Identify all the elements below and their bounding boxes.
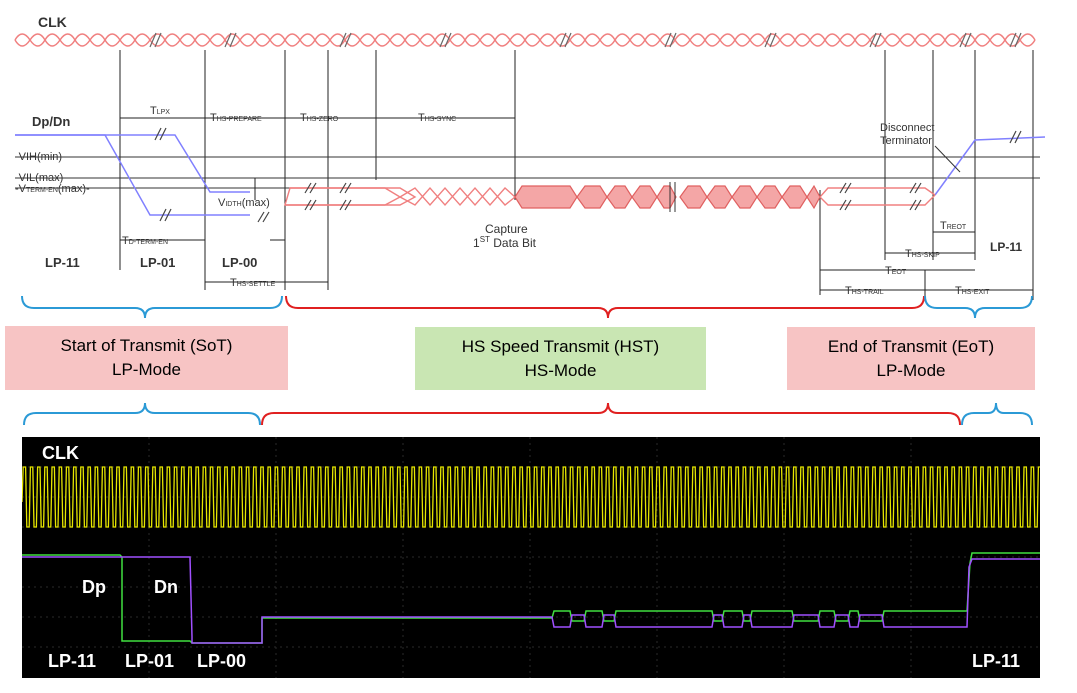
td-term-en-label: TD-TERM-EN xyxy=(122,235,168,247)
capture-line1: Capture xyxy=(485,222,528,236)
disconnect-line2: Terminator xyxy=(880,135,932,147)
clk-label: CLK xyxy=(38,14,67,30)
timing-arrows xyxy=(120,117,1033,291)
vih-label: -VIH(min)- xyxy=(15,151,66,163)
scope-state-lp00: LP-00 xyxy=(197,651,247,671)
treot-label: TREOT xyxy=(940,220,967,232)
scope-dn-trace xyxy=(22,552,1040,644)
scope-clk-label: CLK xyxy=(42,443,79,463)
phase-hst-box: HS Speed Transmit (HST) HS-Mode xyxy=(415,327,706,390)
state-lp11-left: LP-11 xyxy=(45,255,80,270)
capture-line2: 1ST Data Bit xyxy=(473,235,537,250)
ths-exit-label: THS-EXIT xyxy=(955,285,990,297)
phase-eot-box: End of Transmit (EoT) LP-Mode xyxy=(787,327,1035,390)
ths-skip-label: THS-SKIP xyxy=(905,248,940,260)
scope-dn-label: Dn xyxy=(154,577,178,597)
ths-settle-label: THS-SETTLE xyxy=(230,277,276,289)
ths-sync-label: THS-SYNC xyxy=(418,112,456,124)
brace-sot-upper xyxy=(21,295,283,319)
state-lp01: LP-01 xyxy=(140,255,175,270)
scope-clk-trace xyxy=(22,466,1040,528)
voltage-levels xyxy=(15,156,1040,189)
tlpx-label: TLPX xyxy=(150,105,170,117)
scope-state-lp11-right: LP-11 xyxy=(972,651,1021,671)
brace-hst-lower xyxy=(261,402,961,426)
brace-eot-upper xyxy=(924,295,1033,319)
phase-sot-mode: LP-Mode xyxy=(112,360,181,379)
oscilloscope-capture: CLK Dp Dn LP-11 LP-01 LP-00 LP-11 xyxy=(22,437,1040,678)
scope-dp-trace xyxy=(22,556,1040,644)
dpdn-lp-signal xyxy=(15,134,1046,216)
scope-state-lp11-left: LP-11 xyxy=(48,651,97,671)
dpdn-label: Dp/Dn xyxy=(32,114,70,129)
phase-hst-mode: HS-Mode xyxy=(524,360,597,380)
phase-hst-title: HS Speed Transmit (HST) xyxy=(461,336,660,356)
timing-guides xyxy=(119,50,1034,300)
state-lp00: LP-00 xyxy=(222,255,257,270)
ths-prepare-label: THS-PREPARE xyxy=(210,112,262,124)
state-lp11-right: LP-11 xyxy=(990,240,1022,254)
brace-eot-lower xyxy=(961,402,1033,426)
teot-label: TEOT xyxy=(885,265,907,277)
brace-sot-lower xyxy=(23,402,261,426)
phase-eot-title: End of Transmit (EoT) xyxy=(827,336,995,356)
phase-eot-mode: LP-Mode xyxy=(876,360,946,380)
brace-hst-upper xyxy=(285,295,925,319)
ths-zero-label: THS-ZERO xyxy=(300,112,339,124)
hs-differential xyxy=(284,182,936,212)
phase-sot-box: Start of Transmit (SoT) LP-Mode xyxy=(5,326,288,390)
ths-trail-label: THS-TRAIL xyxy=(845,285,884,297)
clk-waveform xyxy=(14,32,1036,48)
scope-traces xyxy=(22,437,1040,678)
scope-state-lp01: LP-01 xyxy=(125,651,175,671)
vidth-label: VIDTH(max) xyxy=(218,197,270,209)
disconnect-line1: Disconnect xyxy=(880,122,934,134)
vterm-label: -VTERM-EN(max)- xyxy=(15,183,90,195)
phase-sot-title: Start of Transmit (SoT) xyxy=(60,336,233,355)
vil-label: -VIL(max)- xyxy=(15,172,67,184)
scope-dp-label: Dp xyxy=(82,577,106,597)
